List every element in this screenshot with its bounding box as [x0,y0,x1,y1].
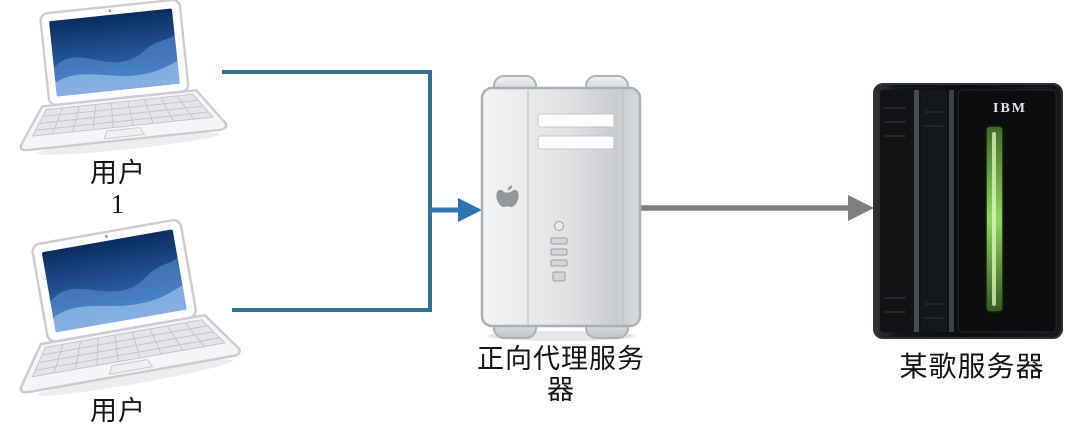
server-brand-label: IBM [993,101,1027,116]
proxy-server-icon [480,75,642,341]
port-slot [550,248,568,256]
user1-label: 用户 1 [48,158,188,220]
rack-panel [880,90,910,332]
rack-panel [921,90,947,332]
user1-label-line2: 1 [110,189,126,219]
apple-logo-icon [496,185,519,207]
users-to-proxy-connector-line [222,70,432,312]
server-rack-icon: IBM [873,83,1063,339]
user2-label-line1: 用户 [90,396,146,426]
user1-label-line1: 用户 [90,158,146,188]
user2-label: 用户 [48,396,188,427]
port-slot [550,237,568,245]
user2-laptop-icon [19,218,241,396]
user1-laptop-icon [19,0,228,155]
proxy-label-line2: 器 [547,375,575,405]
optical-bay-slot [537,135,615,150]
server-label: 某歌服务器 [872,352,1072,383]
power-button-icon [554,221,564,231]
rack-panel [957,89,1057,333]
proxy-to-server-arrowhead-icon [848,195,874,221]
proxy-label-line1: 正向代理服务 [477,344,645,374]
port-slot [552,271,566,282]
server-label-line1: 某歌服务器 [899,352,1045,383]
proxy-label: 正向代理服务 器 [451,344,671,406]
optical-bay-slot [537,113,615,128]
port-slot [550,259,568,267]
proxy-inbound-arrowhead-icon [458,198,482,222]
